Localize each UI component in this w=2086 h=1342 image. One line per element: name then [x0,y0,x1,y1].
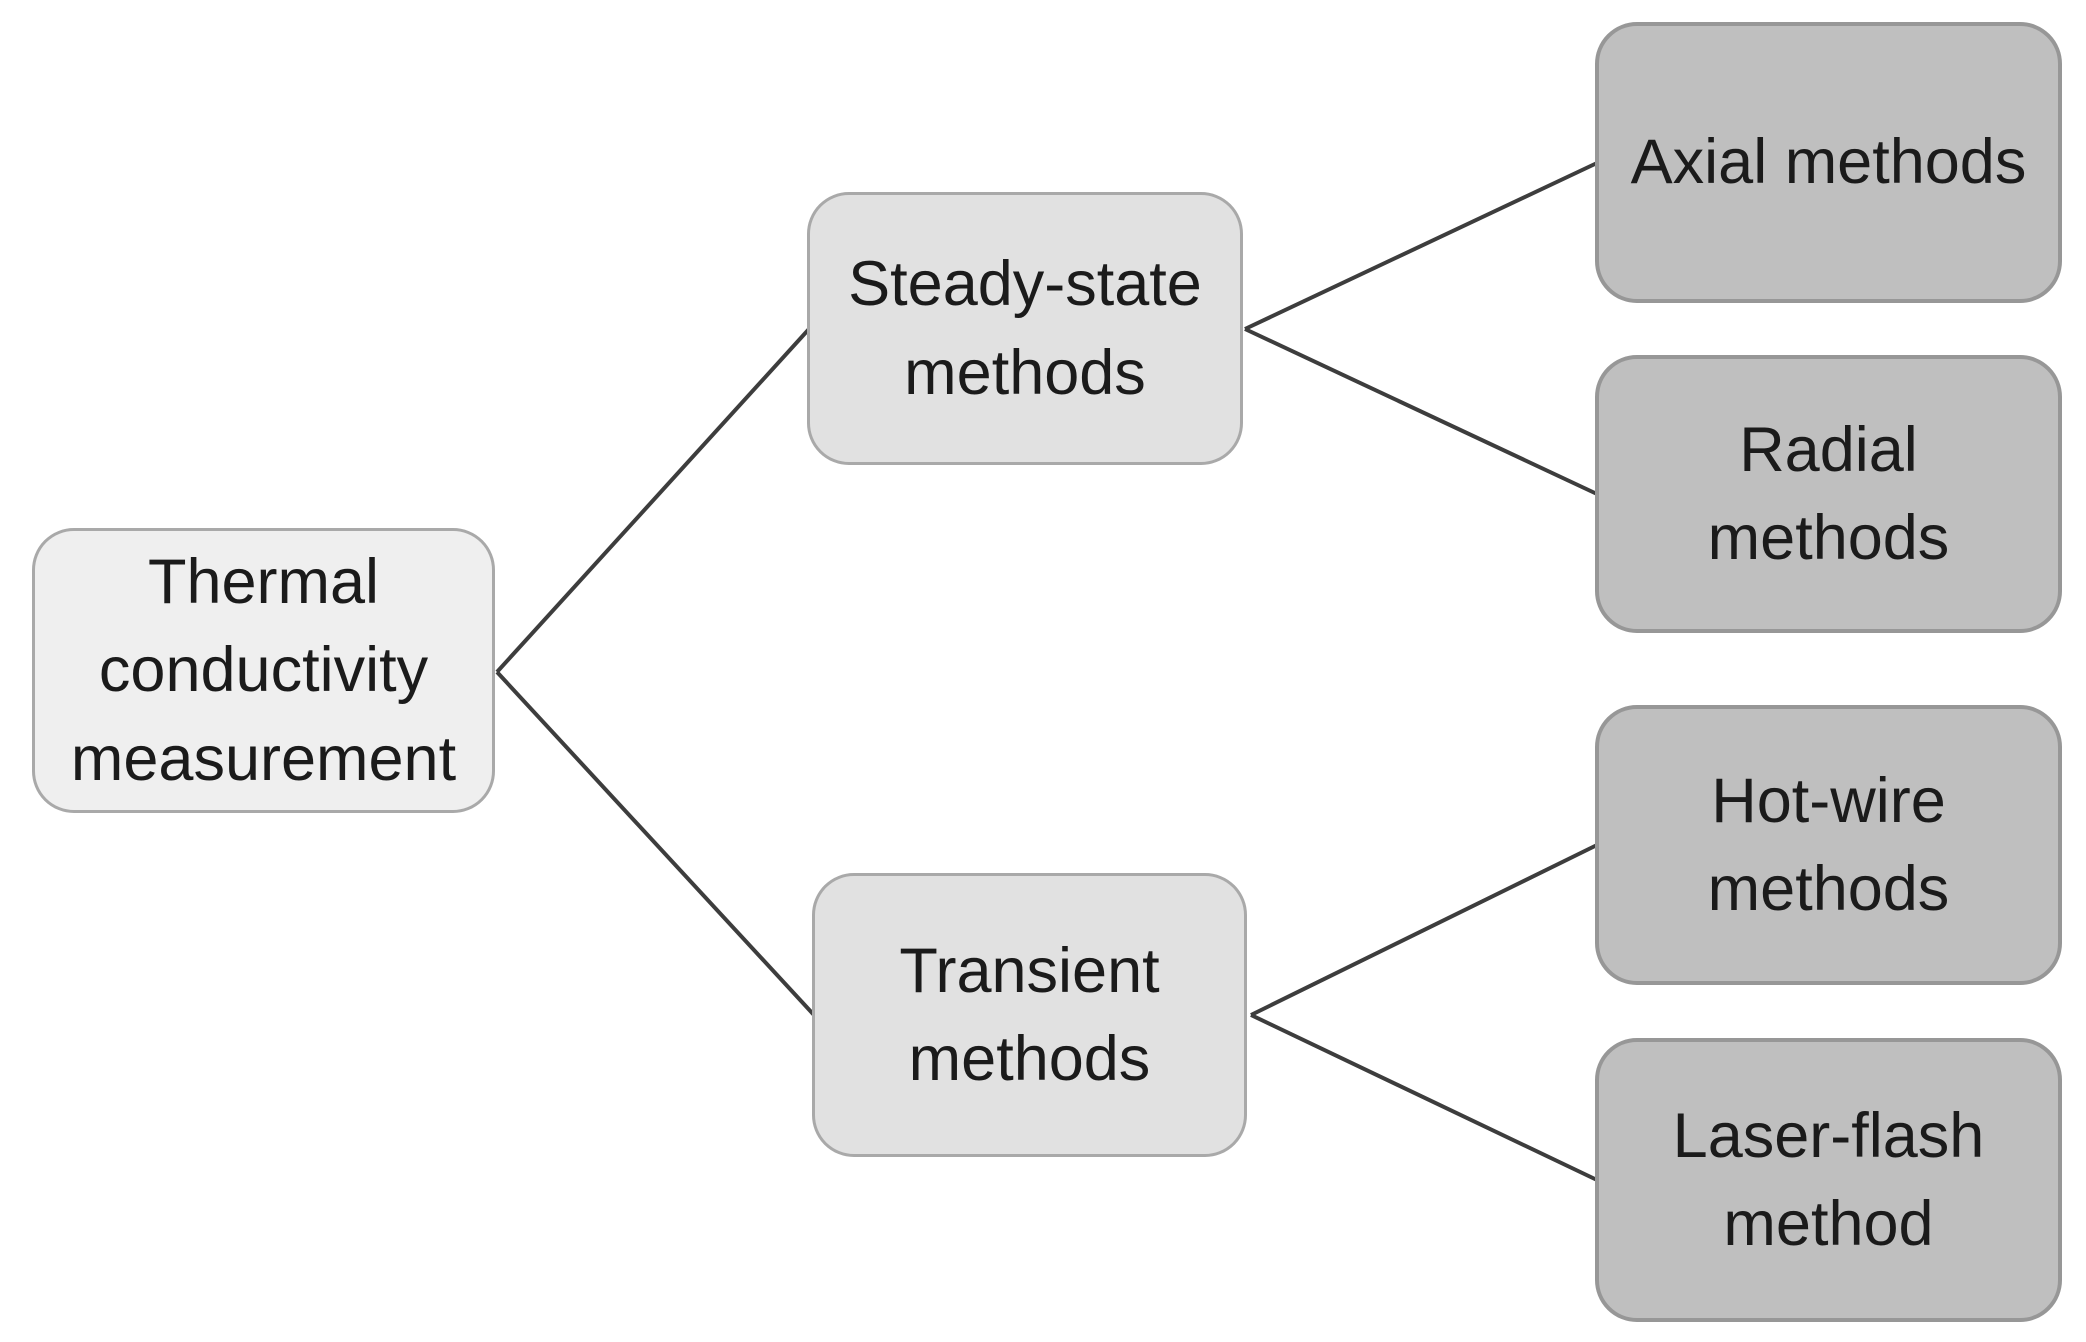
node-hot-wire-methods: Hot-wire methods [1595,705,2062,985]
connector-steady-state-to-radial [1244,327,1598,496]
node-label: Radial methods [1707,414,1950,573]
connector-transient-to-laser-flash [1250,1013,1598,1182]
connector-steady-state-to-axial [1244,161,1598,331]
node-label: Laser-flash method [1672,1100,1985,1259]
node-thermal-conductivity-measurement: Thermal conductivity measurement [32,528,495,813]
node-radial-methods: Radial methods [1595,355,2062,633]
connector-root-to-transient [495,670,816,1017]
node-label: Transient methods [899,935,1160,1094]
node-laser-flash-method: Laser-flash method [1595,1038,2062,1322]
connector-root-to-steady-state [495,327,811,674]
node-axial-methods: Axial methods [1595,22,2062,303]
node-label: Steady-state methods [848,249,1202,408]
node-label: Axial methods [1630,127,2027,198]
connector-transient-to-hot-wire [1250,843,1598,1017]
node-label: Hot-wire methods [1707,765,1950,924]
node-steady-state-methods: Steady-state methods [807,192,1243,465]
node-label: Thermal conductivity measurement [70,547,457,794]
node-transient-methods: Transient methods [812,873,1247,1157]
